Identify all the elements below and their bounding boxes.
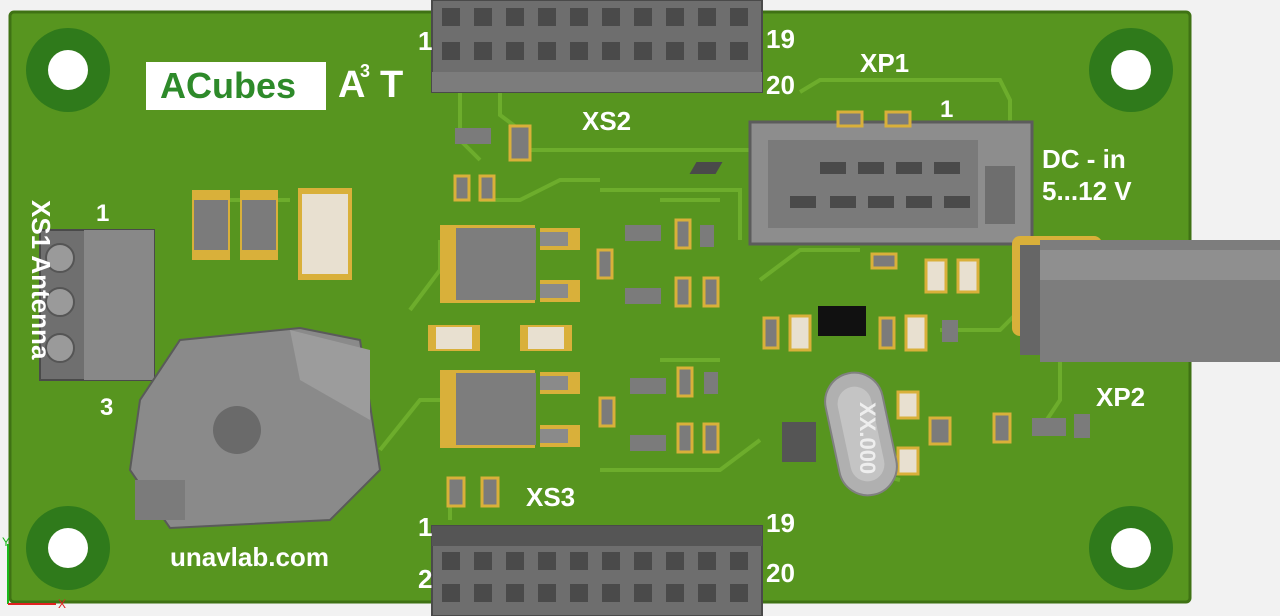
brand-suffix-t: T xyxy=(380,64,404,106)
xs3-header xyxy=(431,525,763,616)
axis-y-label: Y xyxy=(2,535,11,549)
dc-in-voltage: 5...12 V xyxy=(1042,176,1132,206)
xs3-pin-19: 19 xyxy=(766,508,795,538)
axis-indicator xyxy=(7,544,56,605)
crystal-marking: XX.000 xyxy=(855,402,880,475)
xs2-header xyxy=(431,0,763,93)
xs3-pin-1: 1 xyxy=(418,512,433,542)
xp2-label: XP2 xyxy=(1096,382,1146,412)
xs2-label: XS2 xyxy=(582,106,632,136)
brand-suffix-letter: A xyxy=(338,64,366,106)
terminal-pin-3: 3 xyxy=(100,394,114,421)
brand-name: ACubes xyxy=(160,65,297,106)
xp1-box-header xyxy=(689,120,1034,246)
rf-connector xyxy=(128,326,382,530)
xs3-pin-2: 2 xyxy=(418,564,433,594)
xs3-label: XS3 xyxy=(526,482,576,512)
dc-in-label: DC - in xyxy=(1042,144,1126,174)
brand-box xyxy=(146,62,326,110)
xs2-pin-1: 1 xyxy=(418,26,433,56)
crystal xyxy=(824,371,898,497)
website-label: unavlab.com xyxy=(170,542,329,572)
brand-suffix-sup: 3 xyxy=(360,61,371,81)
dc-jack xyxy=(1012,236,1280,362)
xp1-label: XP1 xyxy=(860,48,910,78)
terminal-pin-1: 1 xyxy=(96,200,110,227)
regulator-bottom xyxy=(440,370,580,448)
xs3-pin-20: 20 xyxy=(766,558,795,588)
copper-traces xyxy=(220,78,1062,520)
smd-components xyxy=(192,110,1090,508)
axis-x-label: X xyxy=(58,597,67,611)
xp1-pin-1: 1 xyxy=(940,96,954,123)
mounting-holes xyxy=(26,28,1173,590)
regulator-top xyxy=(440,225,580,303)
terminal-label: XS1 Antenna xyxy=(26,200,56,360)
terminal-block xyxy=(39,229,155,381)
xs2-pin-19: 19 xyxy=(766,24,795,54)
xs2-pin-20: 20 xyxy=(766,70,795,100)
